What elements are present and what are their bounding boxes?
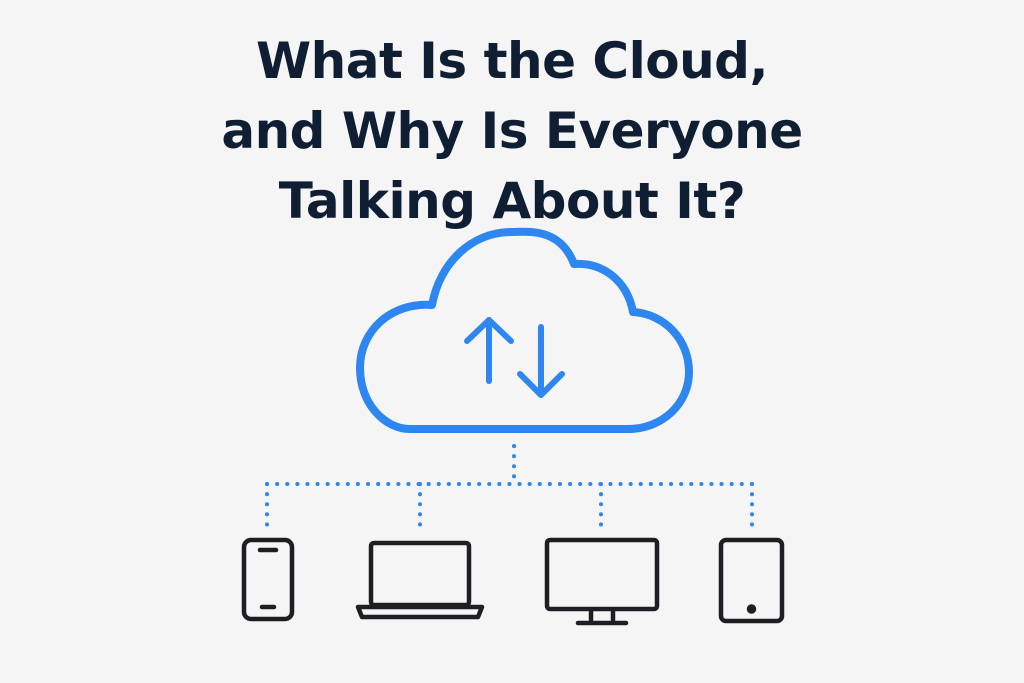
network-connectors [265, 444, 754, 528]
title-line-3: Talking About It? [278, 172, 746, 230]
laptop-icon [355, 540, 485, 620]
cloud-icon [356, 227, 693, 433]
title-line-1: What Is the Cloud, [256, 32, 768, 90]
download-arrow-icon [517, 324, 565, 398]
tablet-icon [718, 537, 785, 624]
title-line-2: and Why Is Everyone [221, 102, 803, 160]
upload-arrow-icon [464, 317, 514, 384]
desktop-monitor-icon [544, 537, 660, 626]
smartphone-icon [241, 537, 295, 622]
page-title: What Is the Cloud, and Why Is Everyone T… [0, 26, 1024, 236]
